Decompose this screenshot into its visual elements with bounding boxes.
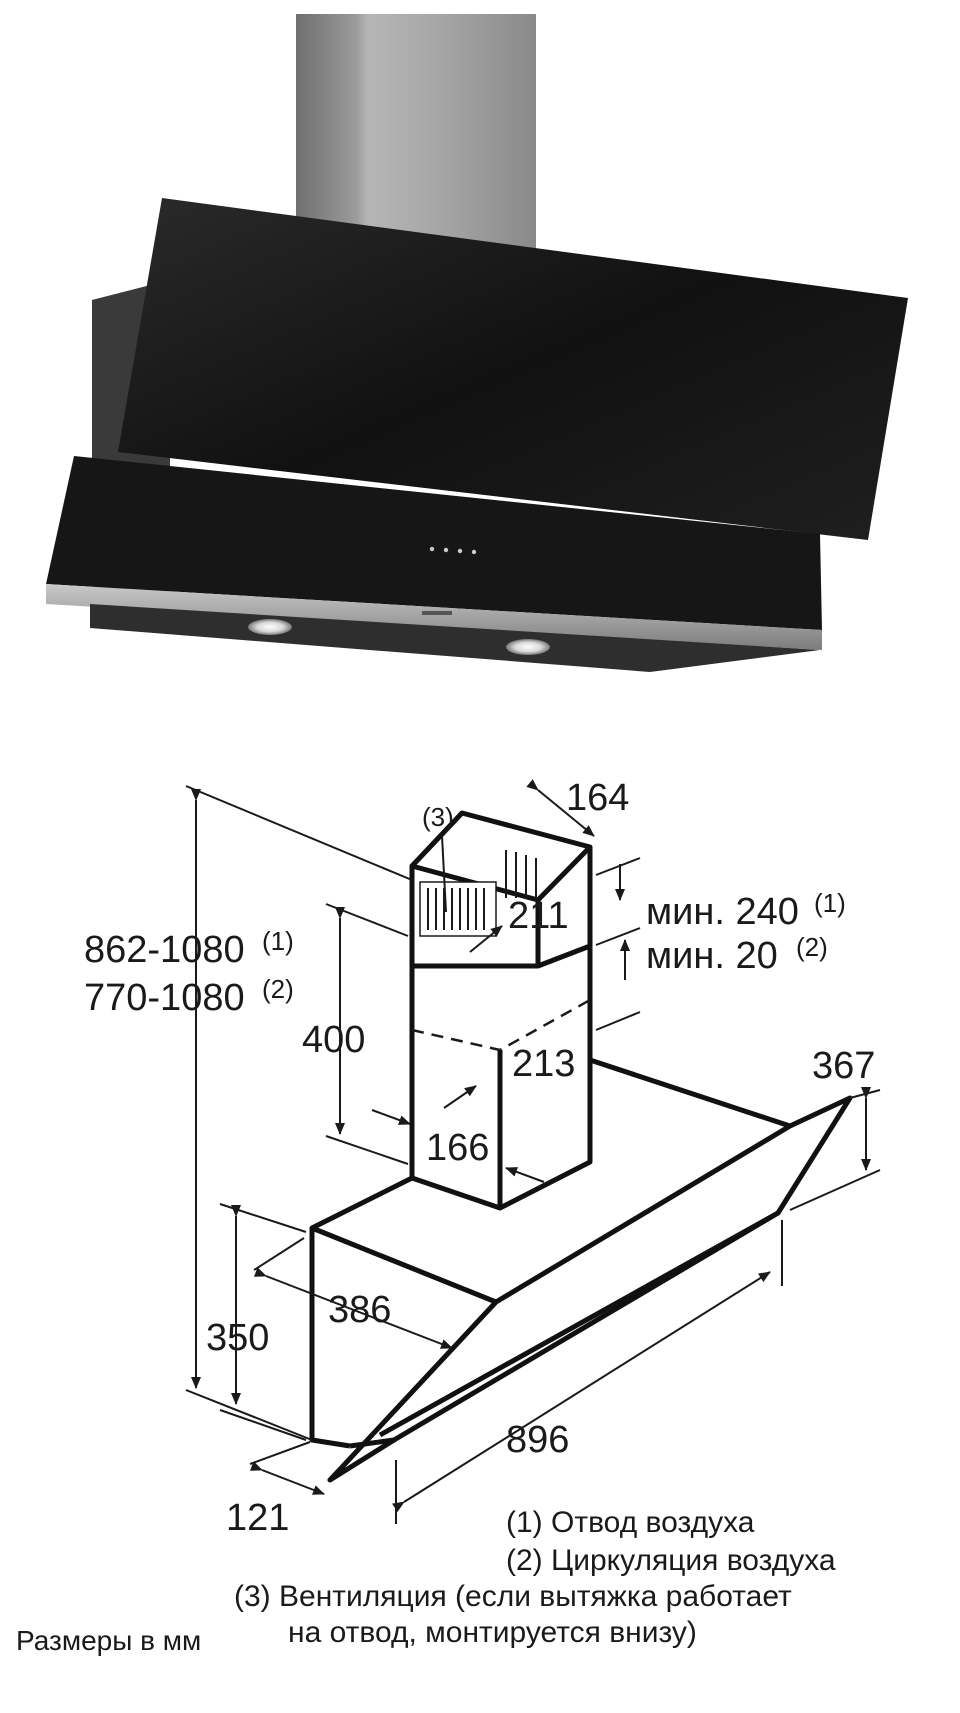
label-min-240-sup: (1) xyxy=(814,888,846,918)
chimney-lower xyxy=(409,946,593,1211)
dimension-labels: 862-1080 (1) 770-1080 (2) 164 (3) 211 ми… xyxy=(84,777,875,1539)
label-width: 896 xyxy=(506,1419,569,1461)
brand-logo xyxy=(422,611,452,615)
label-body-depth: 386 xyxy=(328,1289,391,1331)
vent-grille xyxy=(419,850,537,937)
label-min-240: мин. 240 xyxy=(646,891,799,933)
label-total-height-2: 770-1080 xyxy=(84,977,245,1019)
label-body-height: 350 xyxy=(206,1317,269,1359)
label-total-height-1-sup: (1) xyxy=(262,926,294,956)
hood-body-outline xyxy=(309,1057,853,1483)
label-glass-367: 367 xyxy=(812,1045,875,1087)
label-chimney-upper-depth: 211 xyxy=(508,895,569,937)
legend-item-3-line-1: (3) Вентиляция (если вытяжка работает xyxy=(234,1580,792,1613)
label-chimney-width: 164 xyxy=(566,777,629,819)
hood-photo xyxy=(46,14,908,672)
label-chimney-lower-depth: 213 xyxy=(512,1043,575,1085)
legend-item-2: (2) Циркуляция воздуха xyxy=(506,1544,836,1577)
lamp-right xyxy=(506,639,550,655)
glass-panel-upper xyxy=(118,198,908,540)
legend-item-1: (1) Отвод воздуха xyxy=(506,1506,755,1539)
label-min-20: мин. 20 xyxy=(646,935,778,977)
label-min-20-sup: (2) xyxy=(796,932,828,962)
chimney-upper xyxy=(409,810,593,969)
label-total-height-2-sup: (2) xyxy=(262,974,294,1004)
control-buttons xyxy=(429,546,477,555)
label-vent-marker: (3) xyxy=(422,802,454,832)
dimension-drawing: 862-1080 (1) 770-1080 (2) 164 (3) 211 ми… xyxy=(16,777,881,1656)
glass-panel-lower xyxy=(46,456,822,630)
label-chimney-400: 400 xyxy=(302,1019,365,1061)
label-chimney-166: 166 xyxy=(426,1127,489,1169)
units-note: Размеры в мм xyxy=(16,1625,201,1656)
lamp-left xyxy=(248,619,292,635)
legend-item-3-line-2: на отвод, монтируется внизу) xyxy=(288,1616,697,1649)
label-total-height-1: 862-1080 xyxy=(84,929,245,971)
legend: (1) Отвод воздуха (2) Циркуляция воздуха… xyxy=(234,1506,836,1649)
steel-strip xyxy=(46,584,822,650)
label-bottom-depth: 121 xyxy=(226,1497,289,1539)
dimension-lines xyxy=(185,779,881,1524)
